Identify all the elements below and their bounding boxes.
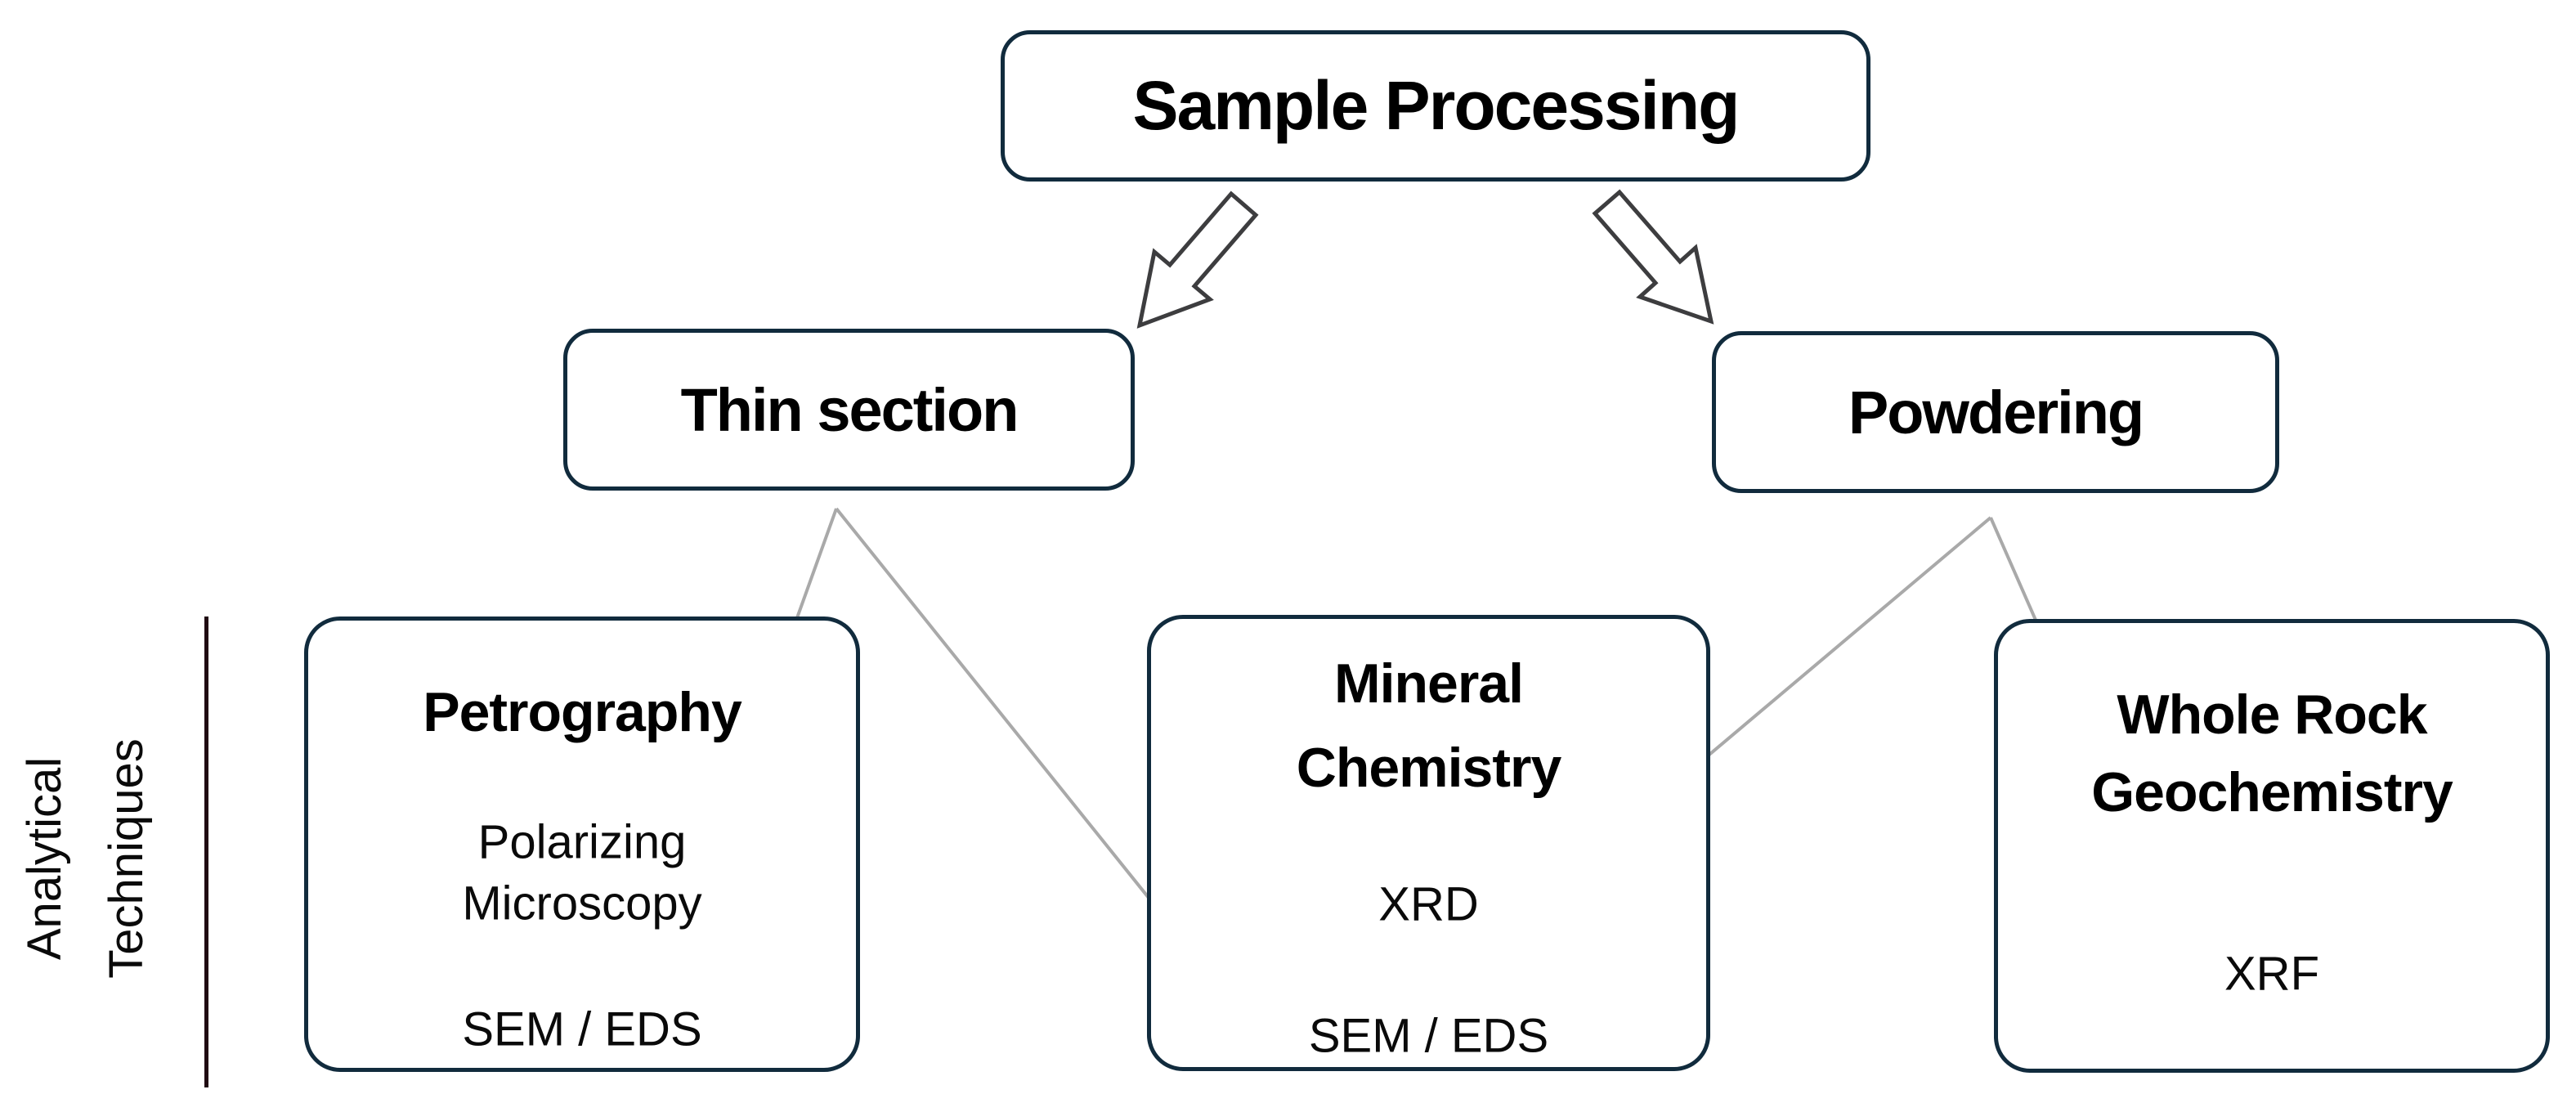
analytical-techniques-label-line1: Analytical [18, 756, 71, 961]
mineral-chemistry-item-xrd: XRD [1378, 877, 1479, 931]
petrography-item-polarizing: Polarizing [477, 815, 687, 869]
mineral-chemistry-item-sem-eds: SEM / EDS [1308, 1009, 1549, 1063]
petrography-title: Petrography [423, 681, 742, 743]
node-thin-section-label: Thin section [680, 375, 1019, 444]
block-arrow-to-powdering [1592, 189, 1714, 325]
petrography-item-sem-eds: SEM / EDS [462, 1002, 702, 1056]
block-arrow-to-thin-section [1136, 191, 1259, 329]
mineral-chemistry-title-line2: Chemistry [1296, 737, 1562, 799]
whole-rock-title-line1: Whole Rock [2117, 684, 2427, 746]
petrography-item-microscopy: Microscopy [462, 877, 702, 930]
whole-rock-title-line2: Geochemistry [2091, 761, 2453, 823]
node-sample-processing-label: Sample Processing [1132, 67, 1740, 144]
analytical-techniques-divider [204, 617, 208, 1087]
node-powdering-label: Powdering [1848, 378, 2144, 446]
node-sample-processing: Sample Processing [1001, 30, 1870, 182]
mineral-chemistry-title-line1: Mineral [1333, 652, 1524, 715]
node-mineral-chemistry: Mineral Chemistry XRD SEM / EDS [1147, 615, 1710, 1071]
analytical-techniques-label-line2: Techniques [100, 738, 153, 979]
node-whole-rock-geochemistry: Whole Rock Geochemistry XRF [1994, 619, 2550, 1073]
node-thin-section: Thin section [563, 329, 1135, 491]
whole-rock-item-xrf: XRF [2224, 947, 2319, 1001]
node-petrography: Petrography Polarizing Microscopy SEM / … [304, 617, 860, 1072]
node-powdering: Powdering [1712, 331, 2279, 493]
analytical-techniques-label: Analytical Techniques [4, 646, 168, 1071]
